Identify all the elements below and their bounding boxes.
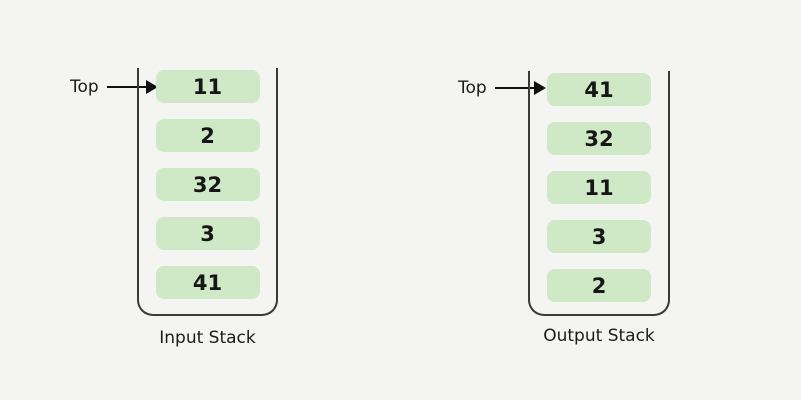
stack-items: 11 2 32 3 41	[139, 68, 276, 299]
stack-item: 11	[547, 171, 651, 204]
stack-item: 3	[547, 220, 651, 253]
stack-item: 32	[155, 168, 260, 201]
stack-item: 32	[547, 122, 651, 155]
stack-item: 3	[155, 217, 260, 250]
stack-label: Input Stack	[159, 328, 256, 348]
stack-item: 41	[547, 73, 651, 106]
stack-item: 2	[155, 119, 260, 152]
stack-item: 2	[547, 269, 651, 302]
stack-item: 11	[155, 70, 260, 103]
stack-container: 11 2 32 3 41	[137, 68, 278, 316]
top-pointer-label: Top	[458, 78, 487, 98]
stack-label: Output Stack	[543, 326, 655, 346]
top-arrow-icon	[107, 86, 147, 88]
top-pointer-label: Top	[70, 77, 99, 97]
top-arrow-icon	[495, 87, 535, 89]
stack-item: 41	[155, 266, 260, 299]
